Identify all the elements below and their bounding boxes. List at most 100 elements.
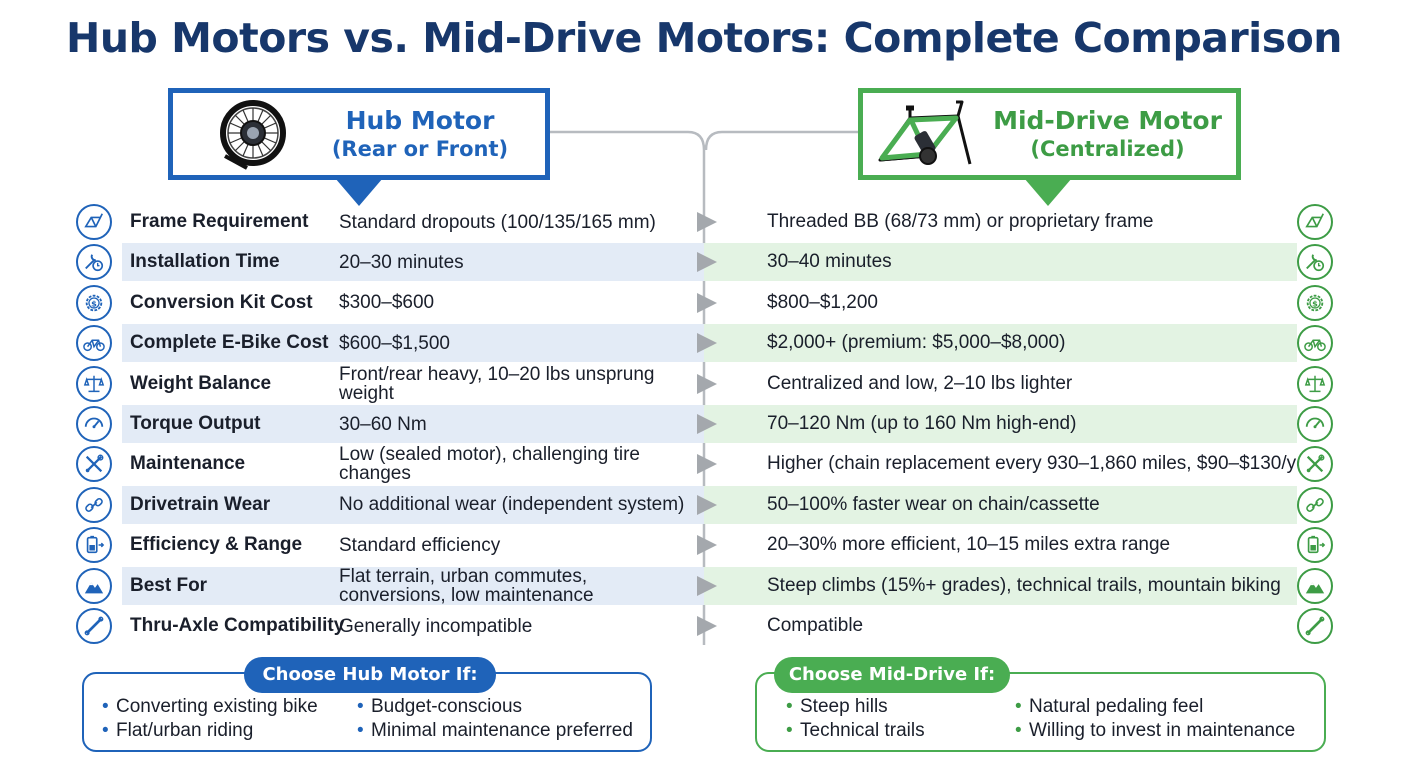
hub-value: Low (sealed motor), challenging tire cha… xyxy=(339,444,640,485)
hub-value: Front/rear heavy, 10–20 lbs unsprung wei… xyxy=(339,363,655,404)
row-label: Efficiency & Range xyxy=(130,534,303,556)
wrench-clock-icon xyxy=(76,244,112,281)
mid-drive-subtitle: (Centralized) xyxy=(1030,137,1185,161)
row-band-mid xyxy=(704,566,1297,605)
choose-mid-item: Natural pedaling feel xyxy=(1029,696,1203,718)
ebike-icon xyxy=(1297,325,1333,362)
choose-hub-item: Flat/urban riding xyxy=(116,720,253,742)
mid-value: 50–100% faster wear on chain/cassette xyxy=(767,493,1100,515)
row-label: Drivetrain Wear xyxy=(130,493,271,515)
mid-value: Steep climbs (15%+ grades), technical tr… xyxy=(767,574,1281,596)
hub-value: Generally incompatible xyxy=(339,615,533,637)
arrow-icon xyxy=(697,252,717,273)
comparison-row: Drivetrain Wear No additional wear (indep… xyxy=(0,485,1408,524)
svg-text:$: $ xyxy=(91,298,97,308)
hub-pointer xyxy=(335,178,383,206)
row-label: Complete E-Bike Cost xyxy=(130,332,329,354)
choose-mid-item: Technical trails xyxy=(800,720,925,742)
tools-icon xyxy=(1297,446,1333,483)
frame-icon xyxy=(1297,204,1333,240)
arrow-icon xyxy=(697,292,717,313)
row-band-hub xyxy=(122,485,704,524)
arrow-icon xyxy=(697,454,717,475)
row-band-mid xyxy=(704,243,1297,282)
choose-hub-title: Choose Hub Motor If: xyxy=(244,657,496,693)
gauge-icon xyxy=(1297,406,1333,442)
hub-value: 30–60 Nm xyxy=(339,413,427,435)
choose-hub-item: Converting existing bike xyxy=(116,696,318,718)
chain-icon xyxy=(1297,486,1333,523)
row-label: Frame Requirement xyxy=(130,211,309,232)
mountain-icon xyxy=(76,567,112,604)
mid-value: 20–30% more efficient, 10–15 miles extra… xyxy=(767,534,1171,556)
row-label: Best For xyxy=(130,574,208,596)
mid-drive-header: Mid-Drive Motor (Centralized) xyxy=(858,88,1241,180)
choose-mid-item: Willing to invest in maintenance xyxy=(1029,720,1295,742)
choose-hub-item: Budget-conscious xyxy=(371,696,522,718)
gauge-icon xyxy=(76,406,112,442)
arrow-icon xyxy=(697,535,717,556)
bike-frame-icon xyxy=(869,93,979,175)
arrow-icon xyxy=(697,414,717,434)
comparison-row: Best For Flat terrain, urban commutes, co… xyxy=(0,565,1408,606)
axle-icon xyxy=(1297,608,1333,644)
row-band-hub xyxy=(122,566,704,605)
row-label: Conversion Kit Cost xyxy=(130,291,313,313)
mid-value: Compatible xyxy=(767,615,864,636)
axle-icon xyxy=(76,608,112,644)
row-band-hub xyxy=(122,324,704,363)
hub-motor-title: Hub Motor xyxy=(345,106,495,135)
row-label: Installation Time xyxy=(130,251,280,273)
arrow-icon xyxy=(697,616,717,636)
hub-value: Flat terrain, urban commutes, conversion… xyxy=(339,565,594,606)
row-band-hub xyxy=(122,405,704,443)
scale-icon xyxy=(76,365,112,402)
comparison-row: Complete E-Bike Cost $600–$1,500 $2,000+ (… xyxy=(0,324,1408,363)
comparison-row: Maintenance Low (sealed motor), challengi… xyxy=(0,445,1408,483)
hub-motor-header: Hub Motor (Rear or Front) xyxy=(168,88,550,180)
row-label: Maintenance xyxy=(130,453,246,475)
dollar-gear-icon: $ xyxy=(76,284,112,321)
mid-value: Higher (chain replacement every 930–1,86… xyxy=(767,453,1330,475)
hub-value: 20–30 minutes xyxy=(339,251,464,273)
comparison-row: Torque Output 30–60 Nm 70–120 Nm (up to 16… xyxy=(0,405,1408,443)
svg-text:$: $ xyxy=(1312,298,1318,308)
hub-motor-subtitle: (Rear or Front) xyxy=(331,137,509,161)
wrench-clock-icon xyxy=(1297,244,1333,281)
comparison-row: Efficiency & Range Standard efficiency 20–… xyxy=(0,526,1408,564)
row-band-mid xyxy=(704,324,1297,363)
choose-hub-box: Choose Hub Motor If: Converting existing… xyxy=(82,657,652,752)
row-band-mid xyxy=(704,405,1297,443)
mid-value: Threaded BB (68/73 mm) or proprietary fr… xyxy=(767,211,1154,232)
arrow-icon xyxy=(697,575,717,596)
arrow-icon xyxy=(697,373,717,394)
hub-value: No additional wear (independent system) xyxy=(339,494,685,516)
hub-value: Standard dropouts (100/135/165 mm) xyxy=(339,211,656,233)
hub-value: $600–$1,500 xyxy=(339,332,450,354)
mid-value: 70–120 Nm (up to 160 Nm high-end) xyxy=(767,413,1077,434)
choose-mid-title: Choose Mid-Drive If: xyxy=(774,657,1010,693)
mid-pointer xyxy=(1024,178,1072,206)
mid-value: $2,000+ (premium: $5,000–$8,000) xyxy=(767,332,1066,354)
chain-icon xyxy=(76,486,112,523)
row-label: Torque Output xyxy=(130,413,261,434)
frame-icon xyxy=(76,204,112,240)
comparison-row: Frame Requirement Standard dropouts (100/… xyxy=(0,203,1408,241)
tools-icon xyxy=(76,446,112,483)
choose-mid-item: Steep hills xyxy=(800,696,888,718)
mid-value: $800–$1,200 xyxy=(767,291,878,313)
dollar-gear-icon: $ xyxy=(1297,284,1333,321)
scale-icon xyxy=(1297,365,1333,402)
mid-value: Centralized and low, 2–10 lbs lighter xyxy=(767,372,1073,394)
comparison-row: $Conversion Kit Cost$300–$600$800–$1,200… xyxy=(0,284,1408,322)
mountain-icon xyxy=(1297,567,1333,604)
battery-icon xyxy=(76,527,112,564)
hub-value: Standard efficiency xyxy=(339,534,501,556)
mid-drive-title: Mid-Drive Motor xyxy=(993,106,1222,135)
ebike-icon xyxy=(76,325,112,362)
page-title: Hub Motors vs. Mid-Drive Motors: Complet… xyxy=(66,14,1343,62)
choose-hub-item: Minimal maintenance preferred xyxy=(371,720,633,742)
arrow-icon xyxy=(697,212,717,232)
